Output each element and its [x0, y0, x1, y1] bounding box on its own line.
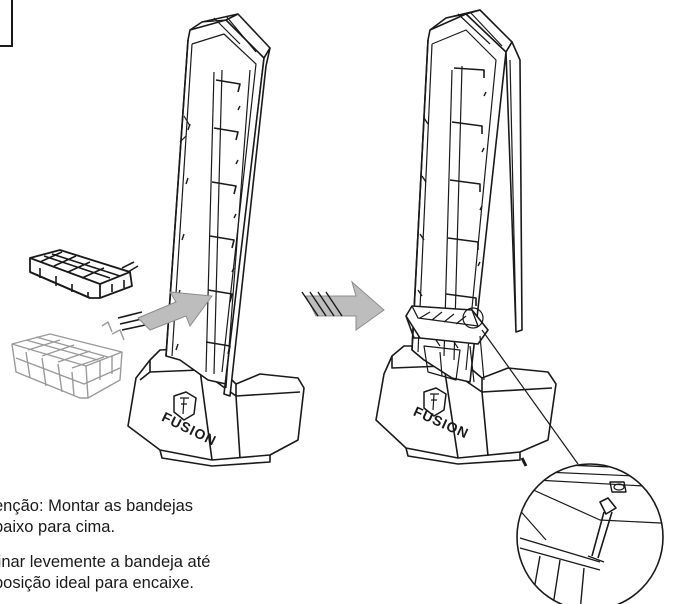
right-front-panel: [505, 41, 523, 333]
dark-wire-tray: [29, 249, 139, 299]
transition-arrow: [301, 280, 385, 331]
instruction-line: linar levemente a bandeja até: [0, 553, 211, 571]
left-front-panel: [223, 47, 271, 397]
instruction-assembly-order: enção: Montar as bandejas baixo para cim…: [0, 496, 294, 538]
detail-callout-marker: [462, 307, 484, 329]
instruction-line: baixo para cima.: [0, 518, 116, 536]
detail-zoom-view: [516, 463, 664, 604]
instruction-line: posição ideal para encaixe.: [0, 574, 194, 592]
left-shield-icon: [173, 391, 197, 421]
right-tower: FUSION: [375, 9, 557, 467]
left-tower: FUSION: [127, 13, 305, 467]
light-wire-tray: [11, 321, 125, 399]
instruction-tilt-tray: linar levemente a bandeja até posição id…: [0, 552, 294, 594]
instruction-line: enção: Montar as bandejas: [0, 497, 194, 515]
corner-frame: [0, 0, 13, 47]
right-shield-icon: [423, 387, 447, 417]
detail-leader-line: [481, 329, 579, 465]
insert-arrow-left: [137, 291, 213, 331]
